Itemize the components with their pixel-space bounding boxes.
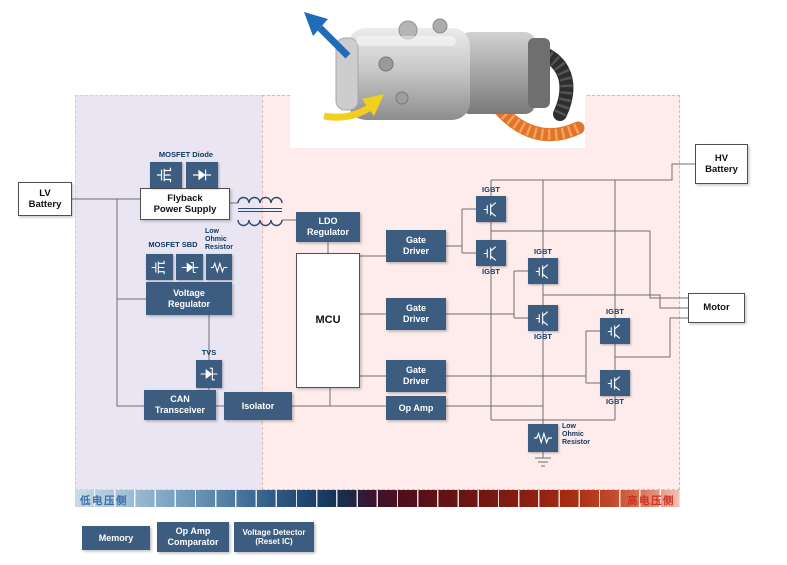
low-ohmic-resistor-caption: Low Ohmic Resistor [205, 228, 234, 251]
igbt-label: IGBT [534, 332, 552, 341]
igbt-icon [476, 240, 506, 266]
voltage-regulator-block: Voltage Regulator [146, 282, 232, 315]
lv-battery-block: LV Battery [18, 182, 72, 216]
igbt-icon [528, 258, 558, 284]
igbt-label: IGBT [606, 397, 624, 406]
igbt-label: IGBT [482, 267, 500, 276]
can-transceiver-block: CAN Transceiver [144, 390, 216, 420]
tvs-diode-icon [196, 360, 222, 388]
op-amp-comparator-block: Op Amp Comparator [157, 522, 229, 552]
diode-icon [186, 162, 218, 188]
shunt-resistor-icon [528, 424, 558, 452]
igbt-icon [600, 370, 630, 396]
mosfet-sbd-caption: MOSFET SBD [148, 240, 198, 249]
ldo-regulator-block: LDO Regulator [296, 212, 360, 242]
igbt-icon [528, 305, 558, 331]
compressor-photo [290, 2, 585, 148]
resistor-icon [206, 254, 232, 280]
memory-block: Memory [82, 526, 150, 550]
mcu-block: MCU [296, 253, 360, 388]
voltage-detector-block: Voltage Detector (Reset IC) [234, 522, 314, 552]
igbt-icon [600, 318, 630, 344]
igbt-label: IGBT [482, 185, 500, 194]
hv-battery-block: HV Battery [695, 144, 748, 184]
sbd-icon [176, 254, 203, 280]
mosfet-icon [146, 254, 173, 280]
motor-block: Motor [688, 293, 745, 323]
tvs-caption: TVS [201, 348, 217, 357]
inflow-arrow-icon [323, 94, 384, 121]
gate-driver-2-block: Gate Driver [386, 298, 446, 330]
mosfet-icon [150, 162, 182, 188]
outflow-arrow-icon [304, 12, 351, 59]
high-voltage-side-label: 高电压侧 [627, 494, 675, 507]
igbt-icon [476, 196, 506, 222]
gate-driver-1-block: Gate Driver [386, 230, 446, 262]
igbt-label: IGBT [606, 307, 624, 316]
gate-driver-3-block: Gate Driver [386, 360, 446, 392]
low-voltage-side-label: 低电压侧 [80, 494, 128, 507]
op-amp-block: Op Amp [386, 396, 446, 420]
mosfet-diode-caption: MOSFET Diode [158, 150, 214, 159]
voltage-gradient-bar: 低电压侧 高电压侧 [75, 490, 680, 507]
flyback-power-supply-block: Flyback Power Supply [140, 188, 230, 220]
igbt-label: IGBT [534, 247, 552, 256]
shunt-resistor-caption: Low Ohmic Resistor [562, 423, 591, 446]
isolator-block: Isolator [224, 392, 292, 420]
